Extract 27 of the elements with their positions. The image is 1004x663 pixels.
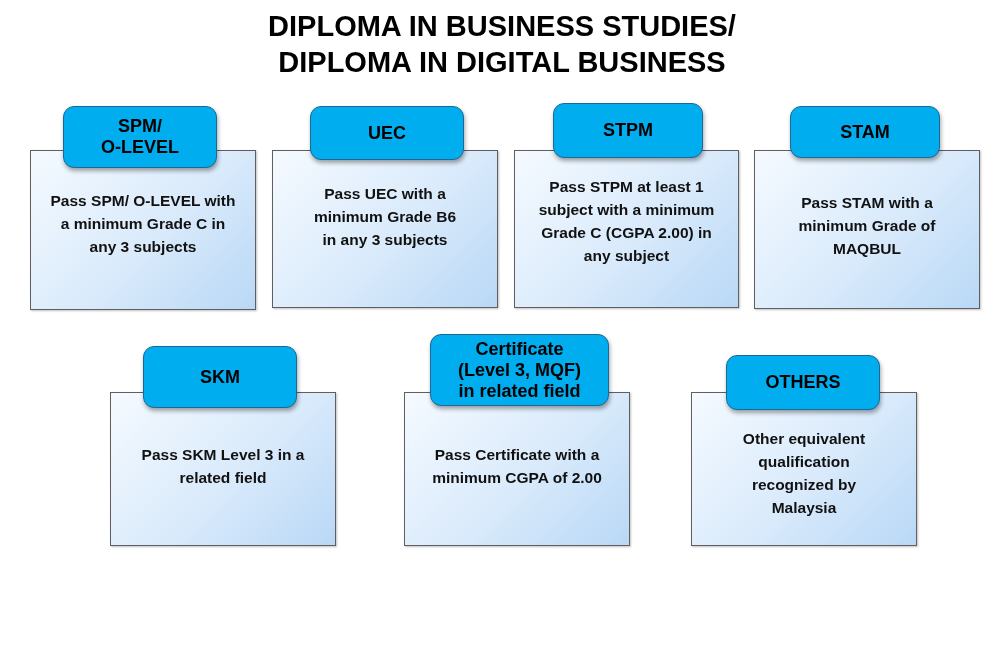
heading-tab [143, 346, 297, 408]
tab-heading: Certificate (Level 3, MQF) in related field [456, 338, 583, 402]
tab-heading: STPM [602, 120, 654, 141]
requirement-text: Pass Certificate with a minimum CGPA of 2.00 [431, 445, 603, 488]
requirement-text: Pass SPM/ O-LEVEL with a minimum Grade C in any 3 subjects [49, 191, 237, 257]
tab-heading: OTHERS [764, 372, 842, 393]
requirement-text: Pass SKM Level 3 in a related field [140, 445, 306, 488]
tab-heading: STAM [839, 121, 891, 143]
requirement-text: Pass UEC with a minimum Grade B6 in any 3 subjects [312, 184, 458, 250]
requirement-text: Pass STAM with a minimum Grade of MAQBUL [797, 193, 937, 259]
requirement-text: Other equivalent qualification recognized by Malaysia [741, 429, 867, 518]
tab-heading: SPM/ O-LEVEL [100, 116, 180, 158]
requirement-card [110, 392, 336, 546]
heading-tab [726, 355, 880, 410]
heading-tab [790, 106, 940, 158]
heading-tab [430, 334, 609, 406]
requirement-card [272, 150, 498, 308]
heading-tab [310, 106, 464, 160]
heading-tab [63, 106, 217, 168]
requirement-card [691, 392, 917, 546]
tab-heading: SKM [199, 366, 241, 388]
requirement-card [754, 150, 980, 309]
requirement-text: Pass STPM at least 1 subject with a minimum Grade C (CGPA 2.00) in any subject [537, 177, 716, 266]
tab-heading: UEC [367, 122, 407, 144]
requirement-card [514, 150, 739, 308]
heading-tab [553, 103, 703, 158]
diagram-title: DIPLOMA IN BUSINESS STUDIES/ DIPLOMA IN DIGITAL BUSINESS [267, 9, 737, 80]
